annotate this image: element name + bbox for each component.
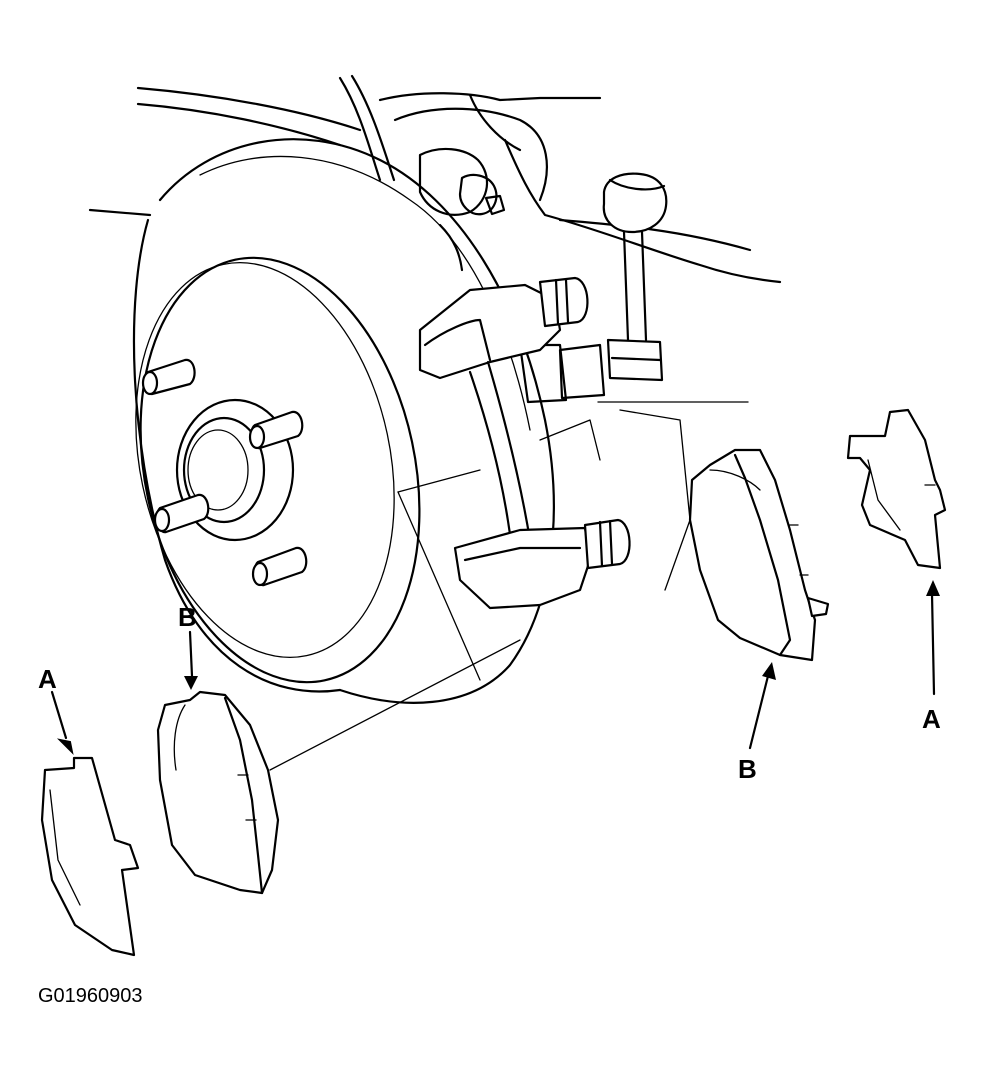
brake-rotor <box>132 138 555 704</box>
arrow-head-icon <box>762 662 776 680</box>
pad-left <box>156 690 280 895</box>
suspension-background <box>88 74 782 284</box>
label-shim-right: A <box>922 704 941 734</box>
shim-right <box>846 408 947 570</box>
label-pad-left: B <box>178 602 197 632</box>
callout-arrows <box>50 580 940 756</box>
arrow-head-icon <box>56 738 74 756</box>
stabilizer-link <box>518 172 668 404</box>
label-pad-right: B <box>738 754 757 784</box>
arrow-head-icon <box>184 676 198 690</box>
caliper-bracket <box>418 276 631 610</box>
arrow-head-icon <box>926 580 940 596</box>
shim-left <box>40 756 140 957</box>
wheel-studs <box>141 358 308 587</box>
label-shim-left: A <box>38 664 57 694</box>
guide-lines <box>269 401 749 771</box>
figure-code: G01960903 <box>38 985 143 1007</box>
pad-right <box>688 448 830 662</box>
